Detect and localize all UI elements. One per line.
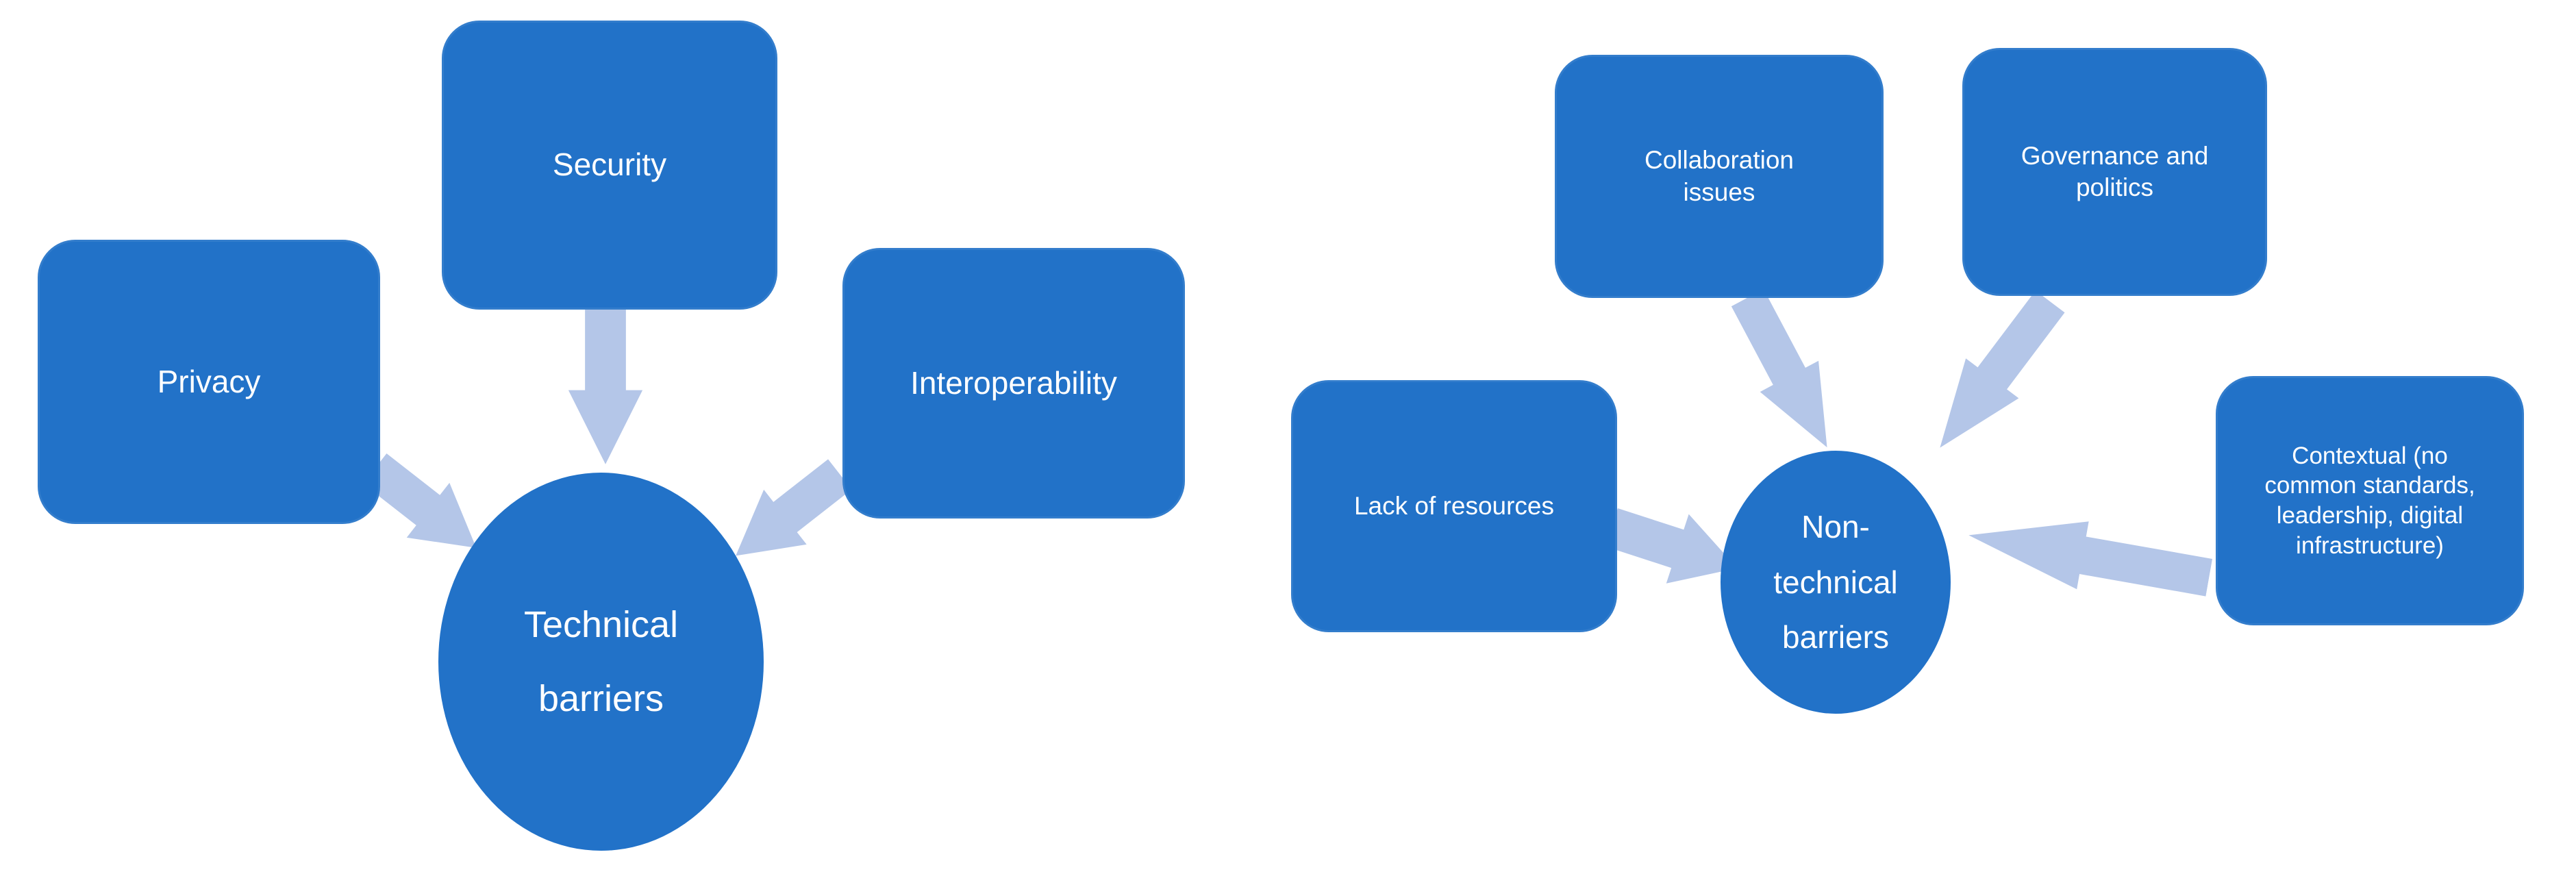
arrow-contextual-to-non-technical-icon bbox=[1960, 500, 2216, 613]
non-technical-barriers-line-3: barriers bbox=[1782, 619, 1889, 656]
factor-box-interoperability: Interoperability bbox=[842, 248, 1185, 519]
factor-box-governance-and-politics: Governance and politics bbox=[1962, 48, 2267, 296]
arrow-privacy-to-technical-icon bbox=[353, 440, 499, 577]
factor-label-lack-of-resources: Lack of resources bbox=[1353, 491, 1555, 520]
factor-label-interoperability: Interoperability bbox=[910, 364, 1117, 401]
factor-label-privacy: Privacy bbox=[157, 363, 261, 399]
factor-label-collaboration-issues: Collaboration issues bbox=[1644, 146, 1795, 206]
arrow-collaboration-issues-to-non-technical-icon bbox=[1717, 282, 1858, 465]
factor-box-privacy: Privacy bbox=[38, 240, 380, 524]
factor-label-security: Security bbox=[552, 147, 667, 183]
technical-barriers-line-2: barriers bbox=[538, 678, 664, 719]
technical-barriers-line-1: Technical bbox=[523, 604, 679, 645]
factor-label-contextual: Contextual (no common standards, leaders… bbox=[2264, 442, 2475, 559]
center-circle-non-technical-barriers: Non- technical barriers bbox=[1721, 451, 1951, 714]
arrow-lack-of-resources-to-non-technical-icon bbox=[1600, 492, 1750, 605]
factor-box-collaboration-issues: Collaboration issues bbox=[1555, 55, 1884, 298]
arrow-governance-to-non-technical-icon bbox=[1912, 281, 2077, 470]
arrow-interoperability-to-technical-icon bbox=[712, 446, 862, 585]
factor-box-security: Security bbox=[442, 21, 777, 310]
non-technical-barriers-line-2: technical bbox=[1773, 564, 1898, 600]
center-circle-technical-barriers: Technical barriers bbox=[438, 473, 764, 851]
factor-label-governance-and-politics: Governance and politics bbox=[2021, 141, 2209, 201]
non-technical-barriers-line-1: Non- bbox=[1801, 509, 1870, 545]
arrow-security-to-technical-icon bbox=[567, 308, 644, 466]
factor-box-lack-of-resources: Lack of resources bbox=[1291, 380, 1617, 632]
factor-box-contextual: Contextual (no common standards, leaders… bbox=[2216, 376, 2524, 625]
